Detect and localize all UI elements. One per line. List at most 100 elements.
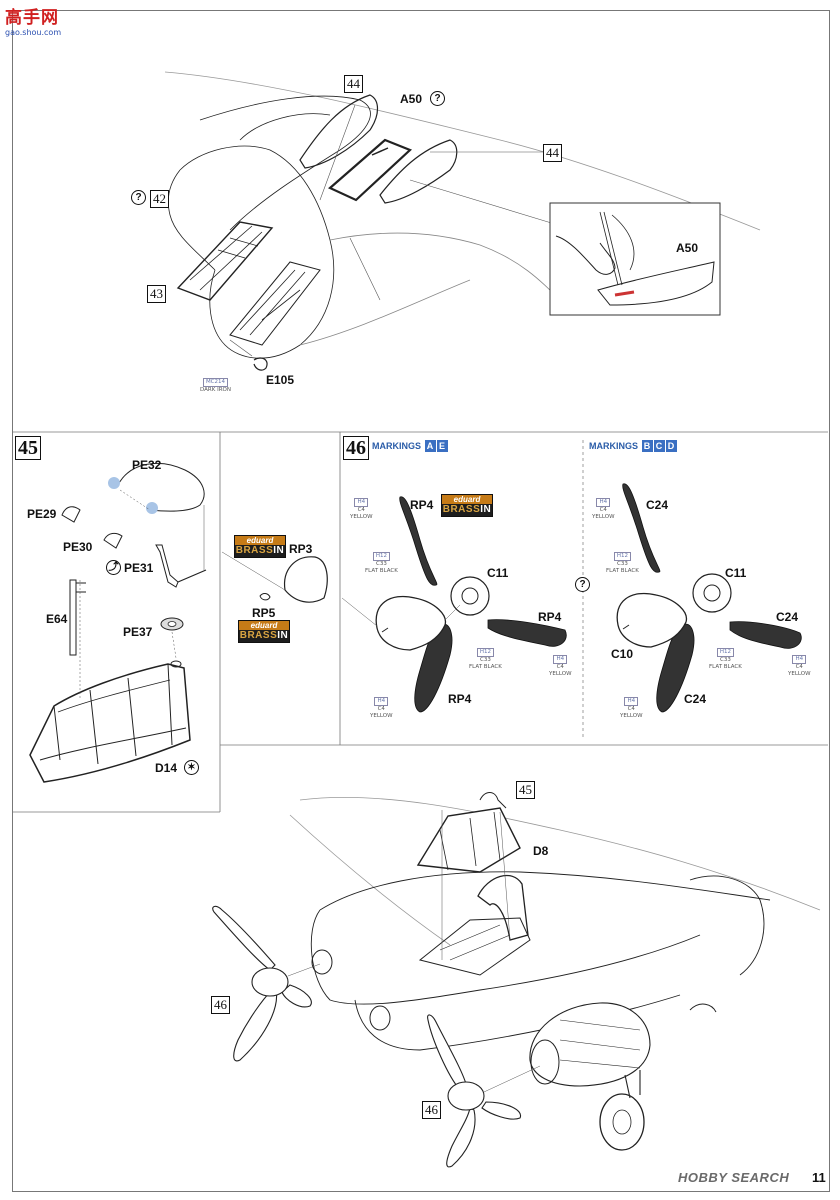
paint-black-4: H12 C33 FLAT BLACK — [709, 648, 742, 671]
brassin-brand-bottom: BRASSIN — [235, 545, 285, 557]
brassin-brand-top: eduard — [235, 536, 285, 545]
marking-b: B — [641, 440, 653, 452]
paint-callout-dark-iron: MC214 DARK IRON — [200, 378, 231, 394]
hobby-search-watermark: HOBBY SEARCH — [678, 1170, 790, 1185]
brassin-brand-bottom-3: BRASSIN — [442, 504, 492, 516]
part-a50-label: A50 — [400, 92, 423, 106]
page-number: 11 — [812, 1170, 826, 1185]
logo-text: 高手网 — [5, 8, 59, 28]
part-rp4-bottom-label: RP4 — [448, 692, 472, 706]
clear-part-icon: ✶ — [184, 760, 199, 775]
part-pe31-label: PE31 — [124, 561, 154, 575]
part-pe32-label: PE32 — [132, 458, 162, 472]
part-45-ref-label: 45 — [516, 781, 535, 799]
top-fuselage-drawing — [160, 71, 761, 371]
page-frame — [12, 10, 830, 1192]
paint-black-code2-d: C33 — [720, 657, 731, 663]
part-d8-label: D8 — [533, 844, 549, 858]
paint-yellow-4: H4 C4 YELLOW — [592, 498, 615, 521]
paint-black-name-d: FLAT BLACK — [709, 664, 742, 670]
paint-yellow-code1-d: H4 — [596, 498, 611, 507]
paint-yellow-code1: H4 — [354, 498, 369, 507]
logo-subtext: gao.shou.com — [5, 28, 62, 37]
part-pe29-label: PE29 — [27, 507, 57, 521]
brassin-spinner-drawing — [221, 551, 328, 603]
paint-yellow-code2-f: C4 — [627, 706, 635, 712]
part-a50-detail-label: A50 — [676, 241, 699, 255]
paint-yellow-code2-c: C4 — [377, 706, 385, 712]
step-45-number: 45 — [15, 436, 41, 460]
paint-black-code2-c: C33 — [617, 561, 628, 567]
site-logo: 高手网 gao.shou.com — [5, 3, 61, 37]
part-e64-label: E64 — [46, 612, 68, 626]
paint-yellow-code2-d: C4 — [599, 507, 607, 513]
paint-black-name-b: FLAT BLACK — [469, 664, 502, 670]
brassin-brand-top-3: eduard — [442, 495, 492, 504]
markings-label-right: MARKINGS — [589, 441, 638, 451]
paint-yellow-name-f: YELLOW — [620, 713, 643, 719]
part-c24-top-label: C24 — [646, 498, 669, 512]
paint-yellow-code2-e: C4 — [795, 664, 803, 670]
aircraft-drawing — [212, 792, 821, 1168]
paint-yellow-code1-e: H4 — [792, 655, 807, 664]
brassin-brand-top-2: eduard — [239, 621, 289, 630]
marking-a: A — [424, 440, 436, 452]
part-rp4-top-label: RP4 — [410, 498, 434, 512]
paint-black-name-c: FLAT BLACK — [606, 568, 639, 574]
paint-black-code1-b: H12 — [476, 648, 494, 657]
paint-black-code2: C33 — [376, 561, 387, 567]
a50-detail-inset — [549, 202, 721, 316]
paint-black-name: FLAT BLACK — [365, 568, 398, 574]
part-46-ref-label-b: 46 — [422, 1101, 441, 1119]
marking-d: D — [665, 440, 677, 452]
brassin-brand-bottom-2: BRASSIN — [239, 630, 289, 642]
paint-yellow-5: H4 C4 YELLOW — [788, 655, 811, 678]
part-c10-label: C10 — [611, 647, 634, 661]
marking-e: E — [436, 440, 448, 452]
part-c24-bottom-label: C24 — [684, 692, 707, 706]
paint-black-3: H12 C33 FLAT BLACK — [606, 552, 639, 575]
paint-yellow-1: H4 C4 YELLOW — [350, 498, 373, 521]
brassin-in: IN — [273, 545, 285, 556]
markings-label-left: MARKINGS — [372, 441, 421, 451]
paint-yellow-code1-c: H4 — [374, 697, 389, 706]
paint-yellow-code1-f: H4 — [624, 697, 639, 706]
paint-yellow-code2: C4 — [357, 507, 365, 513]
brassin-badge-rp4: eduard BRASSIN — [441, 494, 493, 517]
paint-yellow-name: YELLOW — [350, 514, 373, 520]
paint-black-1: H12 C33 FLAT BLACK — [365, 552, 398, 575]
part-46-ref-label-a: 46 — [211, 996, 230, 1014]
paint-yellow-6: H4 C4 YELLOW — [620, 697, 643, 720]
paint-yellow-code1-b: H4 — [553, 655, 568, 664]
part-rp3-label: RP3 — [289, 542, 313, 556]
paint-yellow-name-c: YELLOW — [370, 713, 393, 719]
part-rp5-label: RP5 — [252, 606, 276, 620]
part-44-label-a: 44 — [344, 75, 363, 93]
paint-code: MC214 — [202, 378, 229, 387]
paint-yellow-2: H4 C4 YELLOW — [549, 655, 572, 678]
brassin-badge-rp5: eduard BRASSIN — [238, 620, 290, 643]
part-c24-right-label: C24 — [776, 610, 799, 624]
part-c11-label-left: C11 — [487, 566, 509, 580]
paint-black-code1-c: H12 — [613, 552, 631, 561]
paint-black-code2-b: C33 — [480, 657, 491, 663]
paint-name: DARK IRON — [200, 387, 231, 393]
paint-yellow-name-b: YELLOW — [549, 671, 572, 677]
paint-yellow-name-e: YELLOW — [788, 671, 811, 677]
optional-icon: ? — [131, 190, 146, 205]
part-rp4-right-label: RP4 — [538, 610, 562, 624]
bend-icon: ⤴ — [106, 560, 121, 575]
brassin-brass-3: BRASS — [442, 504, 481, 515]
brassin-in-2: IN — [277, 630, 289, 641]
brassin-in-3: IN — [480, 504, 492, 515]
part-c11-label-right: C11 — [725, 566, 747, 580]
part-pe30-label: PE30 — [63, 540, 93, 554]
paint-black-2: H12 C33 FLAT BLACK — [469, 648, 502, 671]
step-46-number: 46 — [343, 436, 369, 460]
step46-right-propeller — [616, 483, 802, 713]
step46-left-propeller — [341, 496, 567, 713]
brassin-brass-2: BRASS — [239, 630, 278, 641]
optional-icon-prop: ? — [575, 577, 590, 592]
part-d14-label: D14 — [155, 761, 178, 775]
